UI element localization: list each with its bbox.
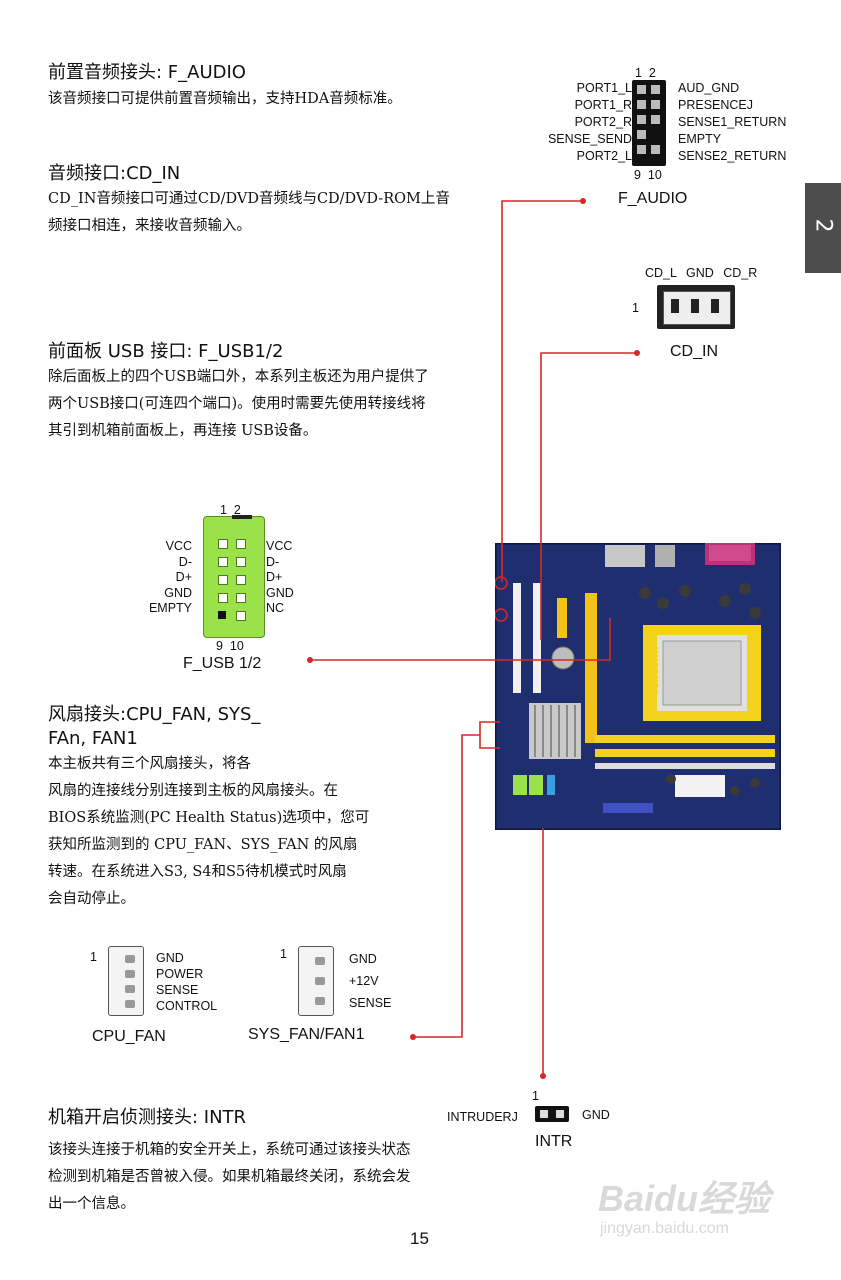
cpu-fan-pin-gnd: GND	[156, 951, 184, 965]
f-usb-left-pin-1: VCC	[165, 539, 192, 553]
f-usb-body-line-1: 除后面板上的四个USB端口外，本系列主板还为用户提供了	[48, 369, 429, 385]
cpu-fan-connector	[108, 946, 144, 1016]
f-usb-right-pin-4: GND	[266, 585, 294, 600]
f-audio-right-pin-2: PRESENCEJ	[678, 98, 754, 112]
f-audio-left-pin-3: PORT2_R	[574, 115, 632, 129]
f-audio-body: 该音频接口可提供前置音频输出，支持HDA音频标准。	[48, 91, 402, 107]
f-usb-pin-numbers-bottom: 9 10	[216, 639, 244, 653]
fan-body-line-6: 会自动停止。	[48, 891, 135, 907]
cd-in-caption: CD_IN	[670, 343, 719, 360]
cd-in-pin1-label: 1	[632, 301, 639, 315]
f-audio-left-pin-5: PORT2_L	[576, 149, 632, 163]
f-audio-header	[632, 80, 666, 166]
f-usb-left-pin-3: D+	[175, 570, 192, 584]
leader-line-f-usb	[310, 618, 611, 661]
f-audio-pin-numbers-top: 1 2	[635, 66, 656, 80]
cpu-fan-pin-sense: SENSE	[156, 983, 199, 997]
fan-body-line-4: 获知所监测到的 CPU_FAN、SYS_FAN 的风扇	[48, 837, 358, 853]
f-usb-left-pin-5: EMPTY	[148, 601, 192, 615]
sys-fan-connector	[298, 946, 334, 1016]
cd-in-title: 音频接口:CD_IN	[48, 163, 181, 184]
f-audio-left-pin-1: PORT1_L	[576, 81, 632, 95]
f-usb-header	[203, 515, 265, 638]
f-usb-body-line-3: 其引到机箱前面板上，再连接 USB设备。	[48, 423, 318, 439]
f-usb-left-pin-4: GND	[164, 585, 192, 600]
cpu-fan-pin-control: CONTROL	[156, 999, 218, 1013]
fan-body-line-5: 转速。在系统进入S3, S4和S5待机模式时风扇	[48, 864, 347, 880]
f-audio-right-pin-5: SENSE2_RETURN	[678, 149, 787, 163]
f-audio-caption: F_AUDIO	[618, 190, 688, 207]
f-audio-left-pin-4: SENSE_SEND	[547, 132, 632, 146]
cd-in-pin-cd-l: CD_L	[645, 266, 677, 280]
fan-body-line-1: 本主板共有三个风扇接头，将各	[48, 756, 251, 772]
leader-line-cd-in	[540, 352, 637, 640]
intr-caption: INTR	[535, 1133, 573, 1150]
cd-in-body-line-1: CD_IN音频接口可通过CD/DVD音频线与CD/DVD-ROM上音	[48, 191, 450, 207]
page-number: 15	[410, 1229, 429, 1248]
cpu-fan-caption: CPU_FAN	[92, 1028, 166, 1045]
cd-in-pin-cd-r: CD_R	[723, 266, 758, 280]
f-audio-right-pin-3: SENSE1_RETURN	[678, 115, 787, 129]
f-usb-left-pin-2: D-	[178, 554, 192, 569]
leader-line-f-audio	[501, 200, 583, 582]
f-usb-pin-numbers-top: 1 2	[220, 503, 241, 517]
cpu-fan-pin1-label: 1	[90, 950, 97, 964]
intr-left-pin: INTRUDERJ	[447, 1110, 518, 1124]
intr-body-line-1: 该接头连接于机箱的安全开关上，系统可通过该接头状态	[48, 1142, 411, 1158]
fan-title-line-2: FAn, FAN1	[48, 728, 138, 749]
intr-title: 机箱开启侦测接头: INTR	[48, 1107, 247, 1128]
sys-fan-pin-gnd: GND	[349, 952, 377, 966]
intr-body-line-2: 检测到机箱是否曾被入侵。如果机箱最终关闭，系统会发	[48, 1169, 411, 1185]
intr-header	[535, 1106, 569, 1122]
f-usb-title: 前面板 USB 接口: F_USB1/2	[48, 341, 284, 362]
f-usb-body-line-2: 两个USB接口(可连四个端口)。使用时需要先使用转接线将	[48, 396, 426, 412]
fan-body-line-3: BIOS系统监测(PC Health Status)选项中，您可	[48, 810, 370, 826]
chapter-tab: 2	[805, 183, 841, 273]
cd-in-pin-gnd: GND	[685, 266, 714, 280]
leader-line-sys-fan	[413, 734, 480, 1038]
intr-pin1-label: 1	[532, 1089, 539, 1103]
cd-in-connector	[657, 285, 735, 329]
sys-fan-pin-sense: SENSE	[349, 996, 392, 1010]
intr-body-line-3: 出一个信息。	[48, 1196, 135, 1212]
f-audio-right-pin-4: EMPTY	[678, 132, 722, 146]
sys-fan-pin-12v: +12V	[349, 974, 379, 988]
fan-body-line-2: 风扇的连接线分别连接到主板的风扇接头。在	[48, 783, 338, 799]
f-usb-right-pin-2: D-	[266, 554, 280, 569]
motherboard-image: foxconn	[493, 541, 783, 832]
f-audio-pin-numbers-bottom: 9 10	[634, 168, 662, 182]
intr-right-pin: GND	[582, 1108, 610, 1122]
watermark-url: jingyan.baidu.com	[600, 1220, 729, 1237]
f-usb-right-pin-1: VCC	[266, 539, 293, 553]
f-audio-right-pin-1: AUD_GND	[678, 81, 740, 95]
cpu-fan-pin-power: POWER	[156, 967, 204, 981]
fan-title-line-1: 风扇接头:CPU_FAN, SYS_	[48, 704, 261, 725]
watermark-logo: Baidu经验	[598, 1178, 771, 1219]
f-usb-right-pin-5: NC	[266, 601, 285, 615]
f-audio-title: 前置音频接头: F_AUDIO	[48, 62, 246, 83]
sys-fan-caption: SYS_FAN/FAN1	[248, 1026, 365, 1043]
sys-fan-pin1-label: 1	[280, 947, 287, 961]
cd-in-body-line-2: 频接口相连，来接收音频输入。	[48, 218, 251, 234]
f-usb-caption: F_USB 1/2	[183, 655, 262, 672]
f-audio-left-pin-2: PORT1_R	[574, 98, 632, 112]
f-usb-right-pin-3: D+	[266, 570, 283, 584]
